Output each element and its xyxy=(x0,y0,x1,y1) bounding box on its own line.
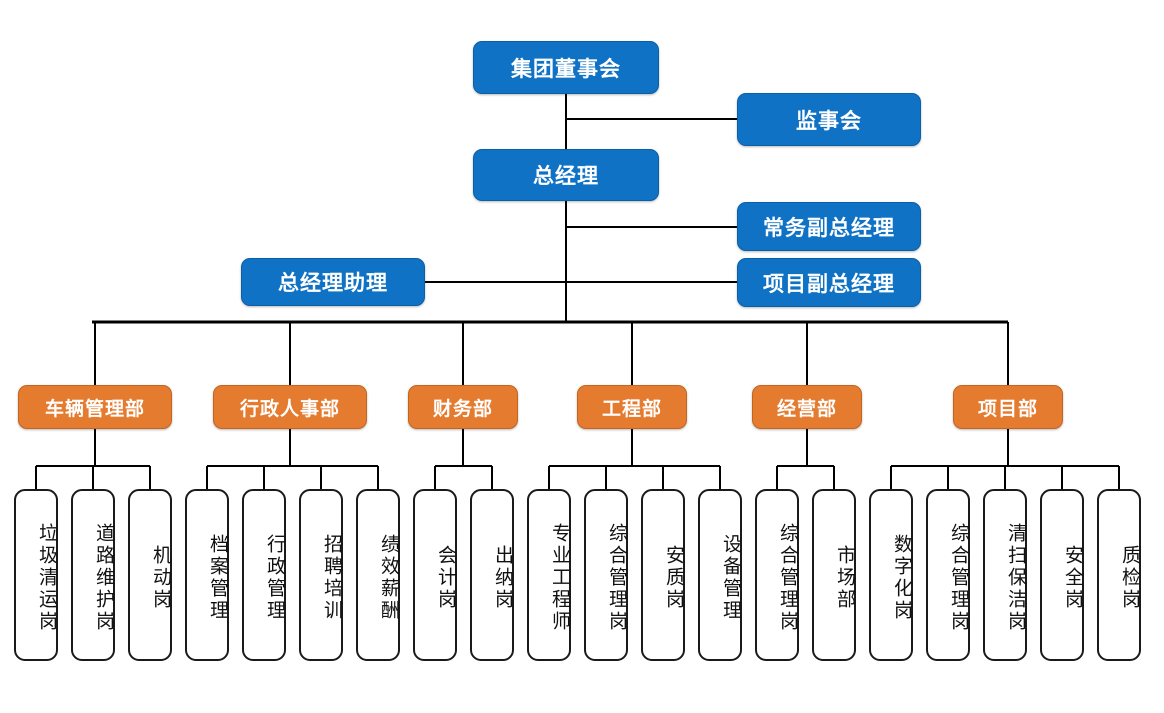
leaf-post-proj-comprehensive-management[interactable]: 综合管理岗 xyxy=(926,489,970,661)
node-dept-finance[interactable]: 财务部 xyxy=(408,385,518,429)
node-dept-vehicle-management[interactable]: 车辆管理部 xyxy=(18,385,172,429)
leaf-post-eng-comprehensive-management[interactable]: 综合管理岗 xyxy=(584,489,628,661)
node-general-manager-label: 总经理 xyxy=(533,165,599,188)
leaf-post-archive-management[interactable]: 档案管理 xyxy=(185,489,229,661)
node-dept-operations[interactable]: 经营部 xyxy=(752,385,862,429)
leaf-post-professional-engineer[interactable]: 专业工程师 xyxy=(527,489,571,661)
node-supervisory-board[interactable]: 监事会 xyxy=(737,93,921,146)
node-dept-finance-label: 财务部 xyxy=(432,398,493,420)
node-project-deputy-gm[interactable]: 项目副总经理 xyxy=(737,258,921,307)
leaf-post-waste-collection[interactable]: 垃圾清运岗 xyxy=(14,489,58,661)
leaf-post-performance-pay[interactable]: 绩效薪酬 xyxy=(356,489,400,661)
node-board[interactable]: 集团董事会 xyxy=(473,41,659,94)
node-dept-admin-hr-label: 行政人事部 xyxy=(239,398,340,420)
leaf-post-digitalization[interactable]: 数字化岗 xyxy=(869,489,913,661)
leaf-post-accounting[interactable]: 会计岗 xyxy=(413,489,457,661)
node-gm-assistant-label: 总经理助理 xyxy=(278,272,388,295)
node-dept-vehicle-management-label: 车辆管理部 xyxy=(44,398,145,420)
node-dept-project-label: 项目部 xyxy=(977,398,1038,420)
leaf-post-ops-comprehensive-management[interactable]: 综合管理岗 xyxy=(755,489,799,661)
node-project-deputy-gm-label: 项目副总经理 xyxy=(763,272,895,296)
leaf-post-road-maintenance[interactable]: 道路维护岗 xyxy=(71,489,115,661)
node-dept-project[interactable]: 项目部 xyxy=(953,385,1063,429)
node-supervisory-board-label: 监事会 xyxy=(796,109,862,133)
node-general-manager[interactable]: 总经理 xyxy=(473,149,659,201)
node-executive-deputy-gm-label: 常务副总经理 xyxy=(763,216,895,240)
leaf-post-equipment-management[interactable]: 设备管理 xyxy=(698,489,742,661)
node-gm-assistant[interactable]: 总经理助理 xyxy=(241,258,425,306)
node-executive-deputy-gm[interactable]: 常务副总经理 xyxy=(737,202,921,251)
leaf-post-admin-management[interactable]: 行政管理 xyxy=(242,489,286,661)
leaf-post-safety[interactable]: 安全岗 xyxy=(1040,489,1084,661)
leaf-post-recruit-training[interactable]: 招聘培训 xyxy=(299,489,343,661)
node-board-label: 集团董事会 xyxy=(511,57,621,81)
leaf-post-safety-quality[interactable]: 安质岗 xyxy=(641,489,685,661)
leaf-post-cashier[interactable]: 出纳岗 xyxy=(470,489,514,661)
leaf-post-motor-vehicle[interactable]: 机动岗 xyxy=(128,489,172,661)
leaf-post-market[interactable]: 市场部 xyxy=(812,489,856,661)
node-dept-engineering[interactable]: 工程部 xyxy=(577,385,687,429)
node-dept-engineering-label: 工程部 xyxy=(601,398,662,420)
leaf-post-cleaning[interactable]: 清扫保洁岗 xyxy=(983,489,1027,661)
node-dept-admin-hr[interactable]: 行政人事部 xyxy=(213,385,367,429)
leaf-post-quality-inspection[interactable]: 质检岗 xyxy=(1097,489,1141,661)
node-dept-operations-label: 经营部 xyxy=(776,398,837,420)
